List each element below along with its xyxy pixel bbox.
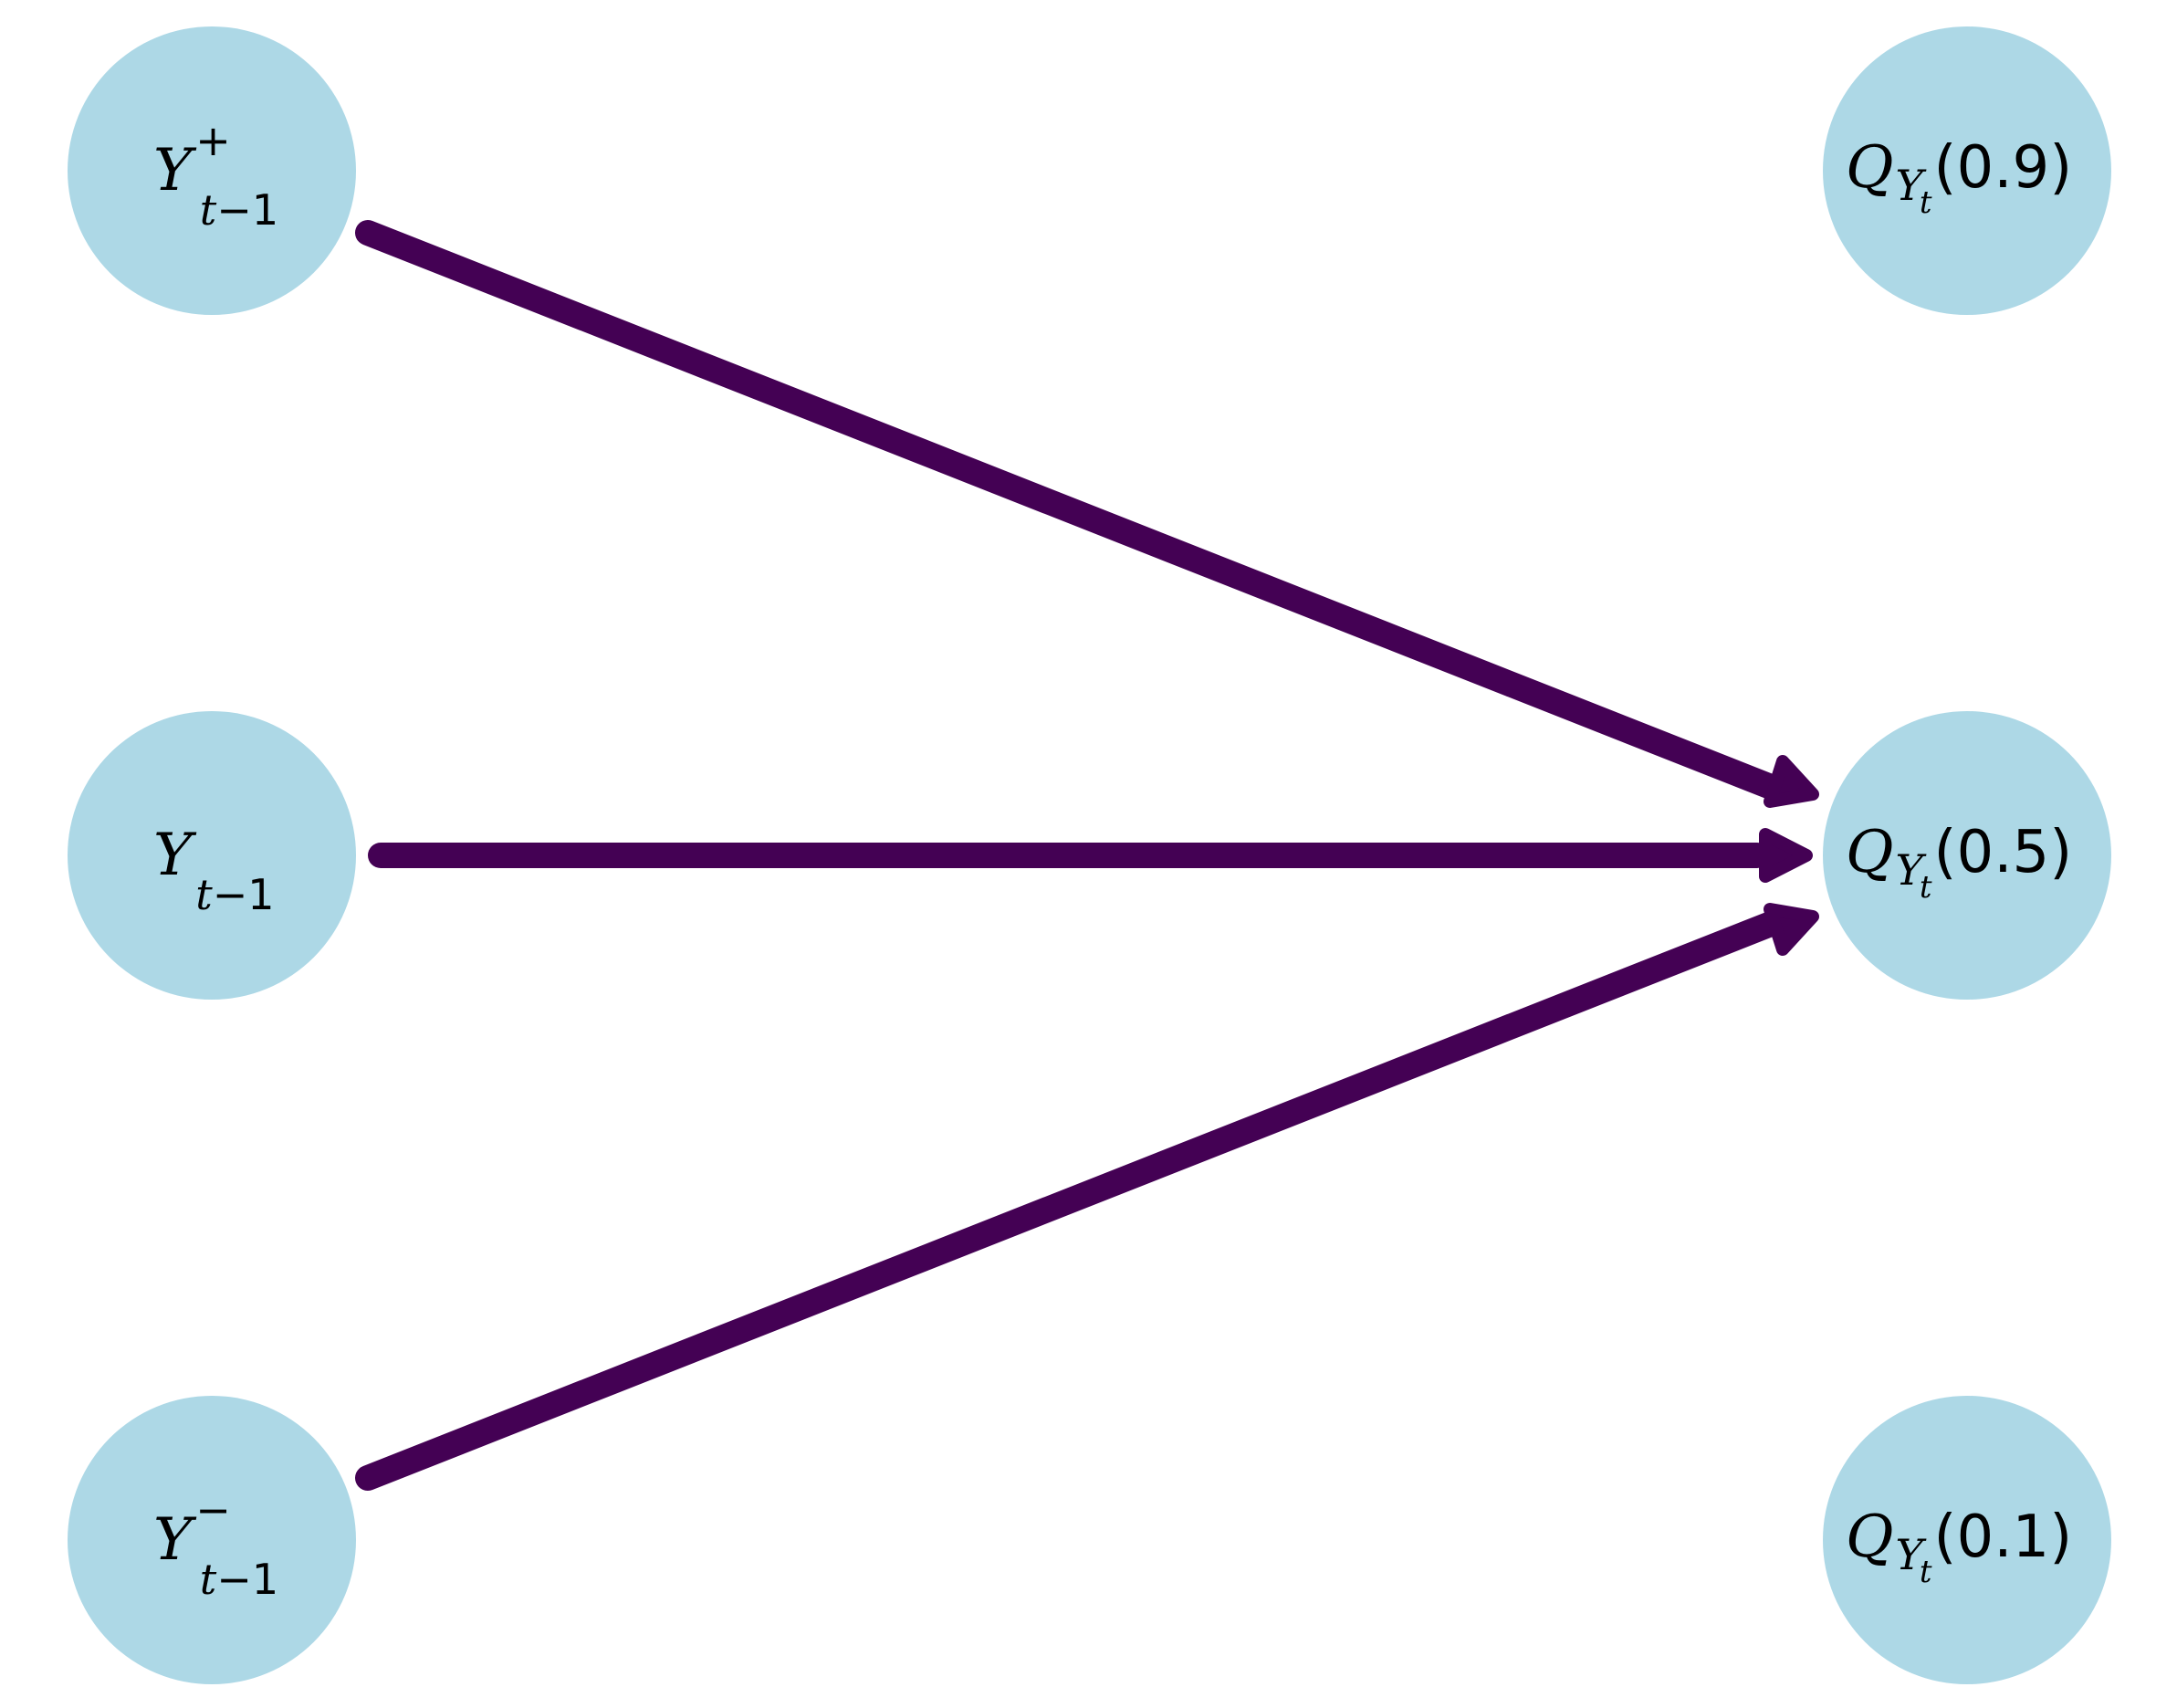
node-q-01[interactable]: QYt(0.1): [1823, 1396, 2111, 1684]
edge-y-mid-to-q-05: [368, 828, 1813, 883]
node-q-01-label: QYt(0.1): [1846, 1504, 2072, 1590]
node-y-mid[interactable]: Yt−1: [68, 711, 356, 1000]
edge-y-minus-to-q-05: [355, 903, 1819, 1491]
node-y-mid-label: Yt−1: [153, 822, 275, 919]
edge-y-plus-to-q-05: [355, 220, 1819, 808]
node-y-plus-label: Y+t−1: [153, 116, 278, 235]
node-q-05-label: QYt(0.5): [1846, 819, 2072, 906]
node-q-05[interactable]: QYt(0.5): [1823, 711, 2111, 1000]
node-y-minus[interactable]: Y−t−1: [68, 1396, 356, 1684]
node-y-plus[interactable]: Y+t−1: [68, 26, 356, 315]
node-q-09[interactable]: QYt(0.9): [1823, 26, 2111, 315]
node-q-09-label: QYt(0.9): [1846, 134, 2072, 221]
nodes: Y+t−1 Yt−1 Y−t−1 QYt(0.9) QYt(0.5): [68, 26, 2111, 1684]
edges: [355, 220, 1819, 1491]
node-y-minus-label: Y−t−1: [153, 1485, 278, 1604]
